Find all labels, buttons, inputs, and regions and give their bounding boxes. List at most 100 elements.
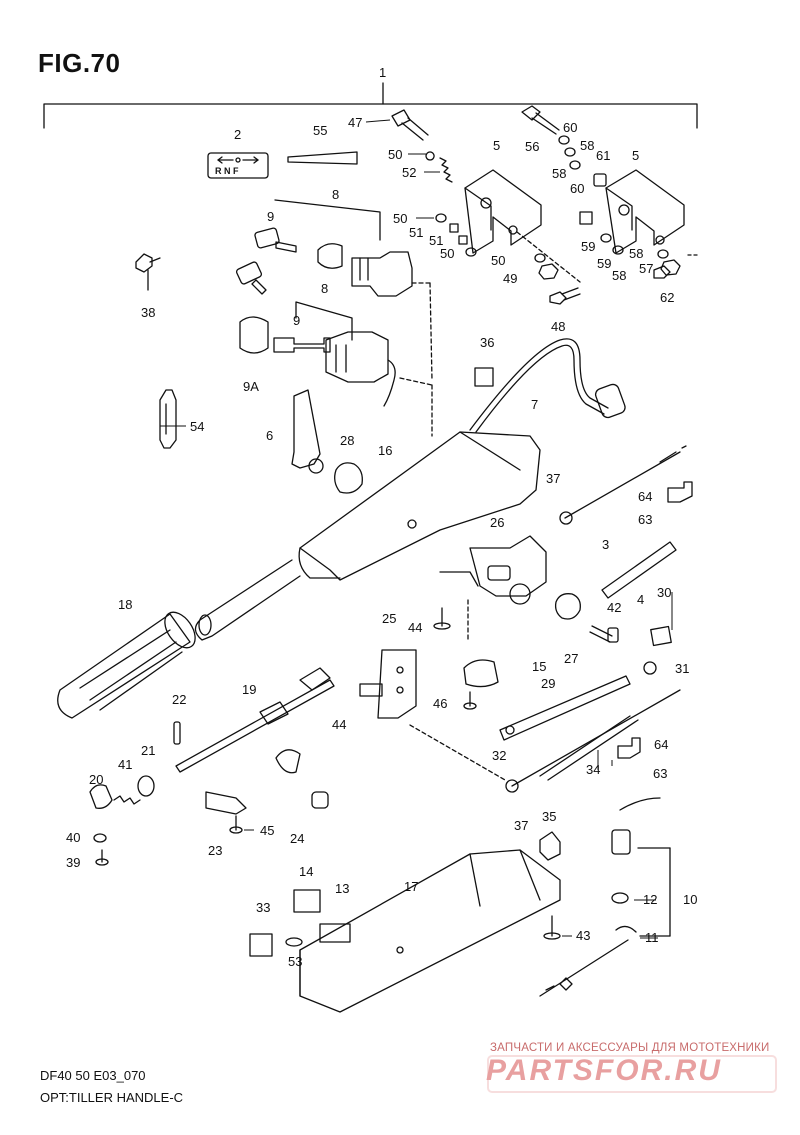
bolt-43 bbox=[543, 915, 561, 940]
callout-61: 61 bbox=[596, 148, 610, 163]
callout-58: 58 bbox=[629, 246, 643, 261]
key-switch-lower bbox=[239, 301, 396, 407]
shift-decal bbox=[207, 152, 269, 179]
callout-57: 57 bbox=[639, 261, 653, 276]
callout-58: 58 bbox=[612, 268, 626, 283]
callout-50: 50 bbox=[388, 147, 402, 162]
clip-33 bbox=[249, 933, 273, 957]
throttle-grip-18 bbox=[57, 611, 196, 719]
watermark-logo-text: PARTSFOR.RU bbox=[486, 1054, 776, 1094]
callout-60: 60 bbox=[570, 181, 584, 196]
callout-53: 53 bbox=[288, 954, 302, 969]
callout-32: 32 bbox=[492, 748, 506, 763]
callout-9: 9 bbox=[293, 313, 300, 328]
cable-3 bbox=[559, 445, 687, 599]
callout-40: 40 bbox=[66, 830, 80, 845]
bolt-44-upper bbox=[433, 607, 451, 630]
callout-labels: 1 2 55 47 50 52 5 56 60 58 58 61 60 5 8 … bbox=[66, 65, 697, 969]
callout-35: 35 bbox=[542, 809, 556, 824]
callout-44: 44 bbox=[408, 620, 422, 635]
callout-24: 24 bbox=[290, 831, 304, 846]
callout-33: 33 bbox=[256, 900, 270, 915]
callout-leaders bbox=[160, 119, 673, 939]
bracket-25 bbox=[359, 649, 417, 719]
callout-63: 63 bbox=[638, 512, 652, 527]
callout-39: 39 bbox=[66, 855, 80, 870]
clamp-block-left bbox=[464, 169, 581, 283]
callout-10: 10 bbox=[683, 892, 697, 907]
callout-50: 50 bbox=[393, 211, 407, 226]
throttle-assembly-26 bbox=[439, 535, 547, 605]
callout-41: 41 bbox=[118, 757, 132, 772]
leader-lines bbox=[399, 282, 506, 781]
plate-30 bbox=[650, 625, 672, 647]
watermark-logo-label: PARTSFOR.RU bbox=[486, 1054, 722, 1087]
guide-35 bbox=[539, 831, 561, 861]
bolt-42 bbox=[589, 625, 619, 643]
callout-22: 22 bbox=[172, 692, 186, 707]
callout-42: 42 bbox=[607, 600, 621, 615]
lever-6 bbox=[291, 389, 324, 474]
knob-15 bbox=[463, 659, 499, 688]
shaft-19 bbox=[175, 667, 335, 773]
bolt-56 bbox=[521, 105, 607, 187]
callout-20: 20 bbox=[89, 772, 103, 787]
screw-53 bbox=[285, 937, 303, 947]
washer-40 bbox=[93, 833, 107, 843]
callout-52: 52 bbox=[402, 165, 416, 180]
callout-50: 50 bbox=[491, 253, 505, 268]
callout-23: 23 bbox=[208, 843, 222, 858]
callout-30: 30 bbox=[657, 585, 671, 600]
callout-28: 28 bbox=[340, 433, 354, 448]
washers-left bbox=[435, 213, 559, 280]
stop-switch-10 bbox=[539, 797, 671, 997]
link-29 bbox=[499, 675, 631, 741]
pin-22 bbox=[173, 721, 181, 745]
callout-14: 14 bbox=[299, 864, 313, 879]
callout-13: 13 bbox=[335, 881, 349, 896]
callout-5: 5 bbox=[632, 148, 639, 163]
cable-34 bbox=[505, 689, 681, 793]
callout-27: 27 bbox=[564, 651, 578, 666]
callout-37: 37 bbox=[514, 818, 528, 833]
callout-43: 43 bbox=[576, 928, 590, 943]
screw-47 bbox=[391, 109, 453, 183]
callout-49: 49 bbox=[503, 271, 517, 286]
bolt-39 bbox=[95, 849, 109, 866]
callout-45: 45 bbox=[260, 823, 274, 838]
bracket-64-lower bbox=[617, 737, 641, 759]
diagram-code: DF40 50 E03_070 bbox=[40, 1068, 146, 1083]
callout-16: 16 bbox=[378, 443, 392, 458]
clip-54 bbox=[159, 389, 177, 449]
clamp-24 bbox=[275, 749, 329, 809]
assembly-bracket bbox=[43, 82, 698, 129]
callout-29: 29 bbox=[541, 676, 555, 691]
clip-14 bbox=[293, 889, 321, 913]
callout-8: 8 bbox=[332, 187, 339, 202]
watermark-logo bbox=[487, 1055, 777, 1093]
callout-9A: 9A bbox=[243, 379, 259, 394]
callout-64: 64 bbox=[638, 489, 652, 504]
callout-26: 26 bbox=[490, 515, 504, 530]
callout-37: 37 bbox=[546, 471, 560, 486]
callout-2: 2 bbox=[234, 127, 241, 142]
callout-17: 17 bbox=[404, 879, 418, 894]
callout-38: 38 bbox=[141, 305, 155, 320]
bolt-46 bbox=[463, 691, 477, 710]
callout-44: 44 bbox=[332, 717, 346, 732]
callout-3: 3 bbox=[602, 537, 609, 552]
clamp-block-right bbox=[579, 169, 701, 279]
figure-title: FIG.70 bbox=[38, 48, 121, 78]
callout-34: 34 bbox=[586, 762, 600, 777]
callout-48: 48 bbox=[551, 319, 565, 334]
callout-19: 19 bbox=[242, 682, 256, 697]
callout-59: 59 bbox=[581, 239, 595, 254]
callout-56: 56 bbox=[525, 139, 539, 154]
callout-15: 15 bbox=[532, 659, 546, 674]
callout-1: 1 bbox=[379, 65, 386, 80]
callout-4: 4 bbox=[637, 592, 644, 607]
callout-51: 51 bbox=[409, 225, 423, 240]
callout-25: 25 bbox=[382, 611, 396, 626]
watermark-tagline: ЗАПЧАСТИ И АКСЕССУАРЫ ДЛЯ МОТОТЕХНИКИ bbox=[490, 1042, 770, 1054]
